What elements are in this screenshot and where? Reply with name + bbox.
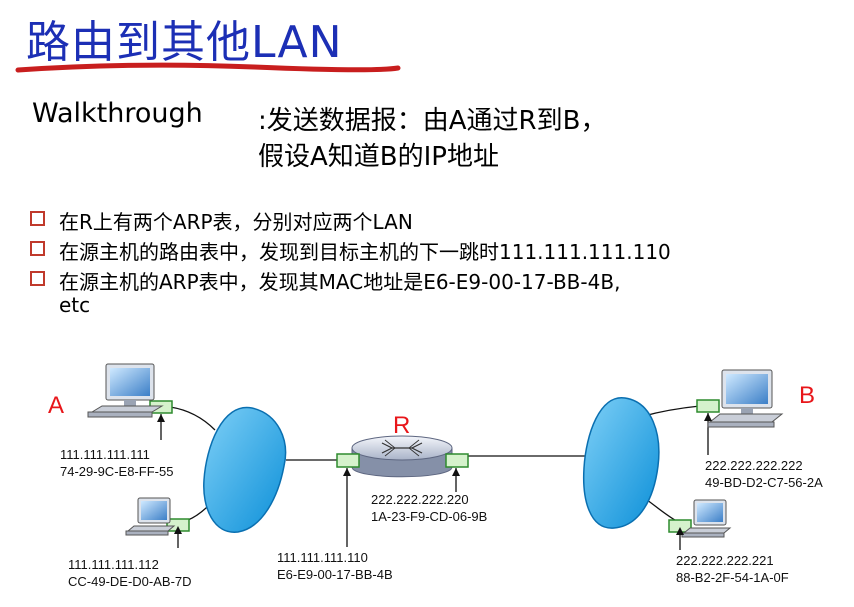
bullet-square-icon (30, 241, 45, 256)
interface-icons (149, 399, 720, 533)
lan-left-cloud (203, 406, 287, 533)
bullet-continuation: etc (59, 293, 91, 317)
host-b2-ip: 222.222.222.221 (676, 553, 774, 568)
host-b-mac: 49-BD-D2-C7-56-2A (705, 475, 823, 490)
router-left-ip: 111.111.111.110 (277, 550, 368, 565)
host-a-ip: 111.111.111.111 (60, 447, 150, 462)
router-right-address: 222.222.222.220 1A-23-F9-CD-06-9B (371, 491, 487, 525)
host-b-ip: 222.222.222.222 (705, 458, 803, 473)
host-a2-computer-icon (125, 497, 176, 536)
walkthrough-label: Walkthrough (32, 98, 203, 129)
slide-title: 路由到其他LAN (26, 17, 343, 68)
bullet-text: 在源主机的路由表中，发现到目标主机的下一跳时111.111.111.110 (59, 240, 671, 264)
router-left-address: 111.111.111.110 E6-E9-00-17-BB-4B (277, 549, 393, 583)
walkthrough-line-2: 假设A知道B的IP地址 (258, 142, 499, 172)
router-right-mac: 1A-23-F9-CD-06-9B (371, 509, 488, 524)
bullet-item: 在源主机的ARP表中，发现其MAC地址是E6-E9-00-17-BB-4B, (30, 266, 620, 295)
title-underline (15, 62, 401, 73)
bullet-square-icon (30, 211, 45, 226)
bullet-text: 在源主机的ARP表中，发现其MAC地址是E6-E9-00-17-BB-4B, (59, 270, 621, 294)
router-icon (351, 435, 453, 478)
host-a-mac: 74-29-9C-E8-FF-55 (60, 464, 174, 479)
router-left-mac: E6-E9-00-17-BB-4B (277, 567, 393, 582)
host-a2-ip: 111.111.111.112 (68, 557, 159, 572)
bullet-item: 在R上有两个ARP表，分别对应两个LAN (30, 206, 413, 235)
lan-right-cloud (582, 397, 660, 529)
router-right-ip: 222.222.222.220 (371, 492, 469, 507)
host-b2-address: 222.222.222.221 88-B2-2F-54-1A-0F (676, 552, 789, 586)
host-b2-computer-icon (681, 499, 732, 538)
interface-r-left-icon (336, 453, 360, 468)
host-b2-mac: 88-B2-2F-54-1A-0F (676, 570, 789, 585)
node-r-label: R (393, 412, 411, 439)
host-a2-mac: CC-49-DE-D0-AB-7D (68, 574, 192, 589)
node-b-label: B (799, 382, 816, 409)
bullet-item: 在源主机的路由表中，发现到目标主机的下一跳时111.111.111.110 (30, 236, 671, 265)
bullet-text: 在R上有两个ARP表，分别对应两个LAN (59, 210, 413, 234)
host-a-computer-icon (87, 363, 164, 418)
interface-b-icon (696, 399, 720, 413)
host-a2-address: 111.111.111.112 CC-49-DE-D0-AB-7D (68, 556, 192, 590)
bullet-square-icon (30, 271, 45, 286)
host-a-address: 111.111.111.111 74-29-9C-E8-FF-55 (60, 446, 173, 480)
host-b-computer-icon (707, 369, 784, 428)
pointer-arrowheads (157, 413, 712, 535)
host-b-address: 222.222.222.222 49-BD-D2-C7-56-2A (705, 457, 823, 491)
node-a-label: A (48, 392, 65, 419)
walkthrough-line-1: :发送数据报：由A通过R到B， (258, 106, 607, 136)
network-diagram (87, 363, 784, 550)
interface-r-right-icon (445, 453, 469, 468)
